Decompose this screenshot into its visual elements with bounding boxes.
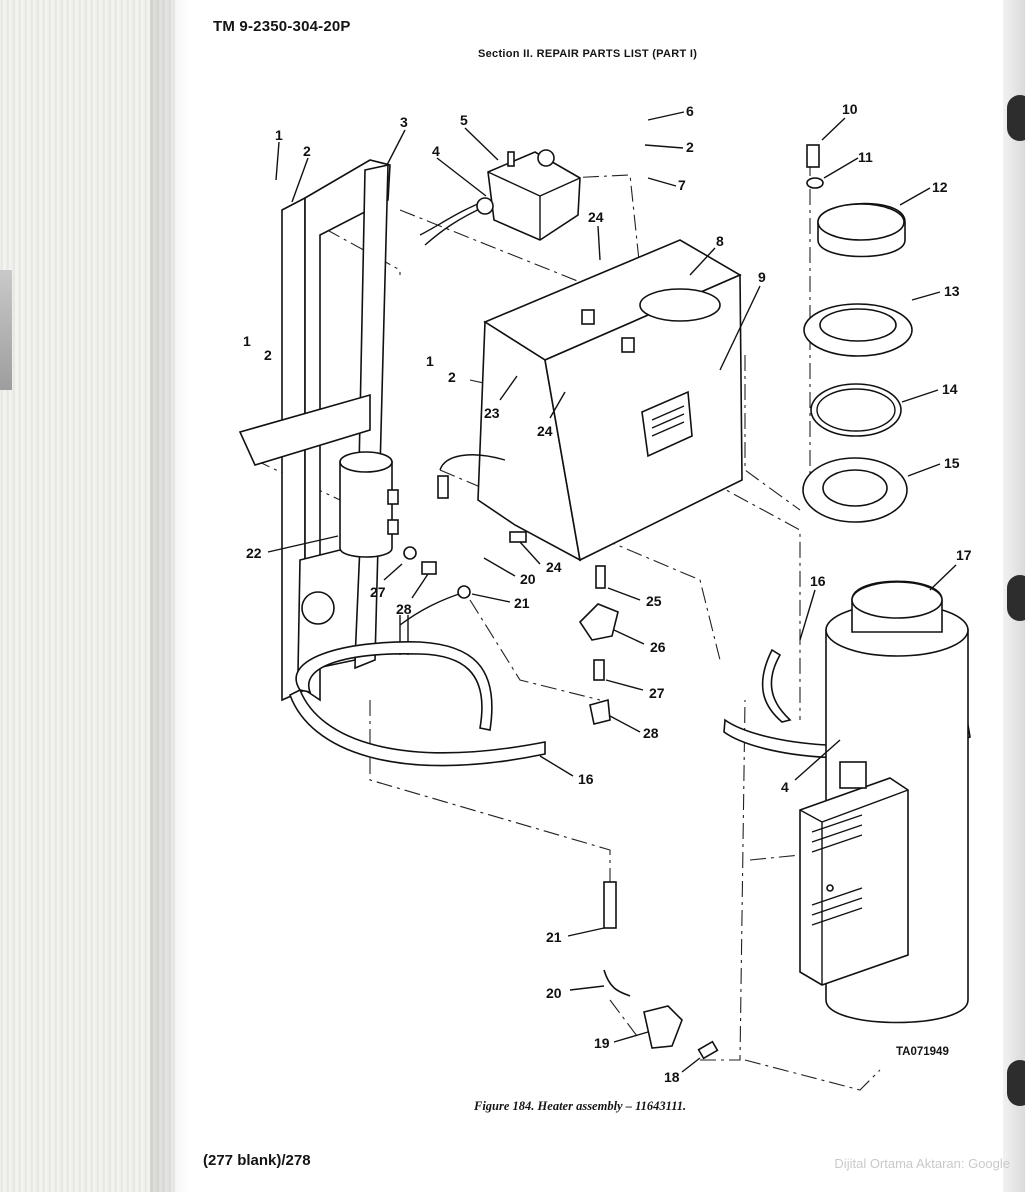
callout-label: 16 [810, 573, 826, 589]
callout-label: 3 [400, 114, 408, 130]
callout-label: 12 [932, 179, 948, 195]
right-page-margin [1003, 0, 1025, 1192]
callout-label: 2 [264, 347, 272, 363]
page-number: (277 blank)/278 [203, 1152, 311, 1169]
binding-hole [1007, 1060, 1025, 1106]
callout-label: 25 [646, 593, 662, 609]
callout-label: 24 [537, 423, 553, 439]
callouts: 1 2 3 4 5 6 2 7 24 8 9 10 11 12 13 14 15… [243, 101, 972, 1085]
fuel-fittings [399, 454, 619, 725]
callout-label: 15 [944, 455, 960, 471]
callout-label: 6 [686, 103, 694, 119]
control-switch [419, 149, 581, 246]
book-page-edges [0, 0, 175, 1192]
binding-hole [1007, 575, 1025, 621]
callout-label: 20 [546, 985, 562, 1001]
document-id: TM 9-2350-304-20P [213, 18, 351, 35]
callout-label: 26 [650, 639, 666, 655]
callout-label: 9 [758, 269, 766, 285]
callout-label: 13 [944, 283, 960, 299]
callout-label: 28 [643, 725, 659, 741]
callout-label: 1 [243, 333, 251, 349]
callout-label: 5 [460, 112, 468, 128]
callout-label: 22 [246, 545, 262, 561]
scan-watermark: Dijital Ortama Aktaran: Google [834, 1156, 1010, 1171]
lower-fittings [603, 881, 719, 1060]
callout-label: 2 [448, 369, 456, 385]
callout-label: 1 [426, 353, 434, 369]
bookmark-tab [0, 270, 12, 390]
section-title: Section II. REPAIR PARTS LIST (PART I) [478, 48, 698, 60]
callout-label: 4 [781, 779, 789, 795]
callout-label: 16 [578, 771, 594, 787]
callout-label: 24 [546, 559, 562, 575]
callout-label: 18 [664, 1069, 680, 1085]
callout-label: 24 [588, 209, 604, 225]
callout-label: 28 [396, 601, 412, 617]
bracket [238, 159, 391, 702]
callout-label: 4 [432, 143, 440, 159]
callout-label: 27 [649, 685, 665, 701]
fuel-pump [339, 451, 399, 558]
fuel-tank [799, 580, 969, 1024]
callout-label: 23 [484, 405, 500, 421]
callout-label: 19 [594, 1035, 610, 1051]
callout-label: 8 [716, 233, 724, 249]
page-gutter-shadow [150, 0, 190, 1192]
callout-label: 2 [303, 143, 311, 159]
callout-label: 2 [686, 139, 694, 155]
callout-label: 17 [956, 547, 972, 563]
callout-label: 27 [370, 584, 386, 600]
figure-caption: Figure 184. Heater assembly – 11643111. [474, 1099, 687, 1113]
callout-label: 11 [858, 149, 873, 165]
callout-label: 20 [520, 571, 536, 587]
callout-label: 21 [546, 929, 562, 945]
callout-label: 14 [942, 381, 958, 397]
callout-label: 10 [842, 101, 858, 117]
callout-label: 1 [275, 127, 283, 143]
cap-and-rings [802, 144, 913, 523]
leader-lines [267, 111, 957, 1073]
heater-housing [477, 239, 743, 562]
callout-label: 7 [678, 177, 686, 193]
callout-label: 21 [514, 595, 530, 611]
binding-hole [1007, 95, 1025, 141]
drawing-id: TA071949 [896, 1046, 949, 1058]
